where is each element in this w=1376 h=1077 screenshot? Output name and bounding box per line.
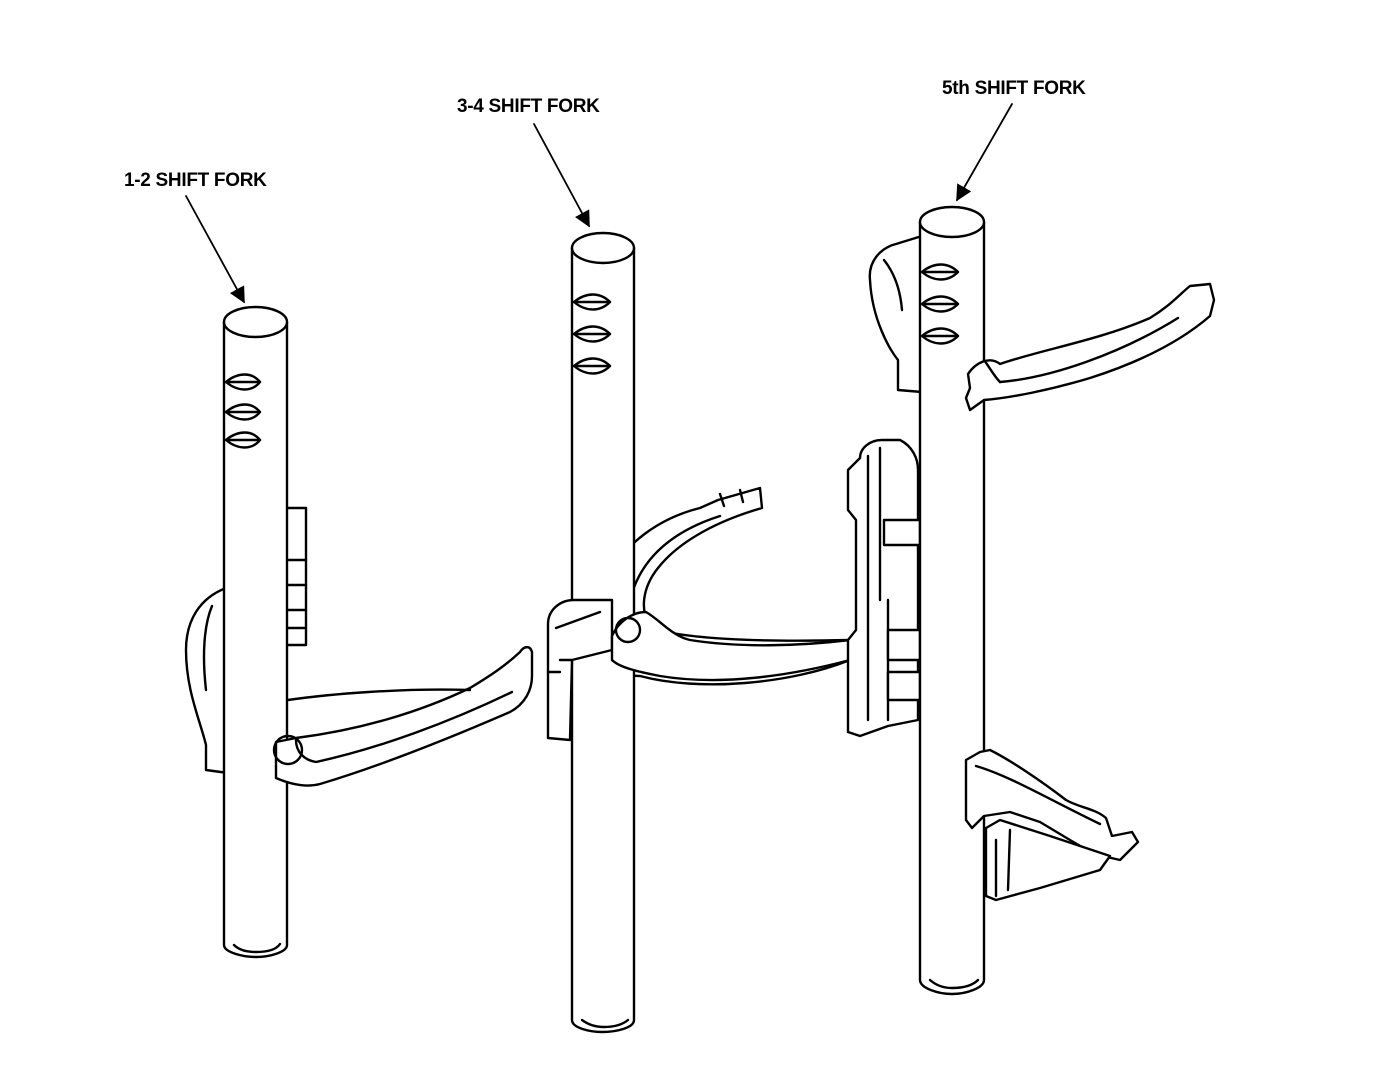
fork-3-4-assembly	[546, 231, 852, 1034]
fork-3-4-arm	[610, 610, 852, 682]
callout-1-2-shift-fork: 1-2 SHIFT FORK	[124, 170, 267, 191]
rod-3-4-detents	[572, 293, 612, 375]
rod-5th-detents	[920, 263, 960, 345]
fork-3-4-bracket	[546, 598, 614, 742]
rod-3-4-top	[570, 231, 636, 265]
rod-1-2	[222, 320, 289, 959]
fork-1-2-arm-inner	[294, 690, 514, 764]
arrow-3-4	[533, 123, 590, 228]
rod-1-2-top	[222, 305, 289, 339]
fork-5th-upper-lug	[868, 234, 924, 394]
fork-1-2-back-inner	[202, 604, 214, 692]
fork-1-2-back	[184, 586, 230, 775]
fork-5th-lower-web	[984, 818, 1112, 902]
rod-5th	[918, 220, 986, 996]
callout-3-4-shift-fork: 3-4 SHIFT FORK	[457, 96, 600, 117]
fork-1-2-arm	[274, 645, 534, 787]
rod-1-2-detents	[224, 373, 262, 449]
interlock-plate	[846, 438, 920, 738]
fork-5th-upper-arm	[964, 282, 1216, 412]
callout-5th-shift-fork: 5th SHIFT FORK	[942, 78, 1086, 99]
rod-5th-top	[918, 205, 986, 239]
arrow-1-2	[185, 195, 245, 304]
fork-1-2-assembly	[184, 305, 534, 959]
leader-arrows	[185, 103, 1013, 304]
fork-5th-assembly	[846, 205, 1216, 996]
arrow-5th	[956, 103, 1013, 202]
